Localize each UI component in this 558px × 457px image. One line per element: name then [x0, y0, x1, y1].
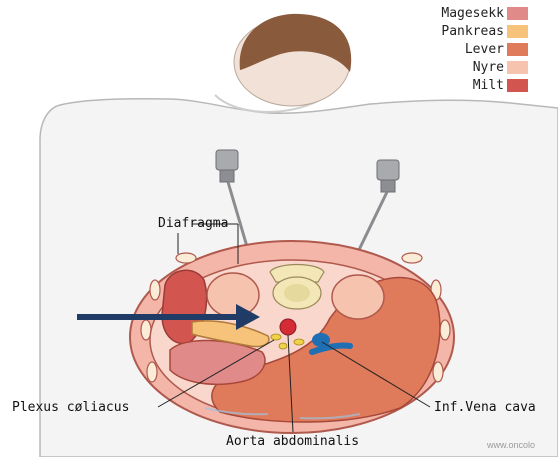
- legend-label: Magesekk: [441, 6, 504, 21]
- legend-item-lever: Lever: [400, 41, 556, 59]
- stomach: [170, 340, 265, 384]
- label-inf-vena-cava: Inf.Vena cava: [434, 400, 536, 415]
- legend-label: Pankreas: [441, 24, 504, 39]
- legend-item-magesekk: Magesekk: [400, 5, 556, 23]
- legend-item-pankreas: Pankreas: [400, 23, 556, 41]
- spine: [270, 265, 324, 310]
- label-diafragma: Diafragma: [158, 216, 228, 231]
- aorta: [280, 319, 296, 335]
- legend: Magesekk Pankreas Lever Nyre Milt: [400, 5, 556, 95]
- label-plexus-coeliacus: Plexus cøliacus: [12, 400, 129, 415]
- watermark: www.oncolo: [487, 440, 535, 450]
- legend-item-milt: Milt: [400, 77, 556, 95]
- legend-swatch: [507, 79, 528, 92]
- legend-label: Milt: [473, 78, 504, 93]
- legend-swatch: [507, 25, 528, 38]
- kidney-left: [207, 273, 259, 317]
- legend-label: Lever: [465, 42, 504, 57]
- legend-label: Nyre: [473, 60, 504, 75]
- legend-swatch: [507, 43, 528, 56]
- legend-swatch: [507, 61, 528, 74]
- kidney-right: [332, 275, 384, 319]
- label-aorta-abdominalis: Aorta abdominalis: [226, 434, 359, 449]
- legend-item-nyre: Nyre: [400, 59, 556, 77]
- legend-swatch: [507, 7, 528, 20]
